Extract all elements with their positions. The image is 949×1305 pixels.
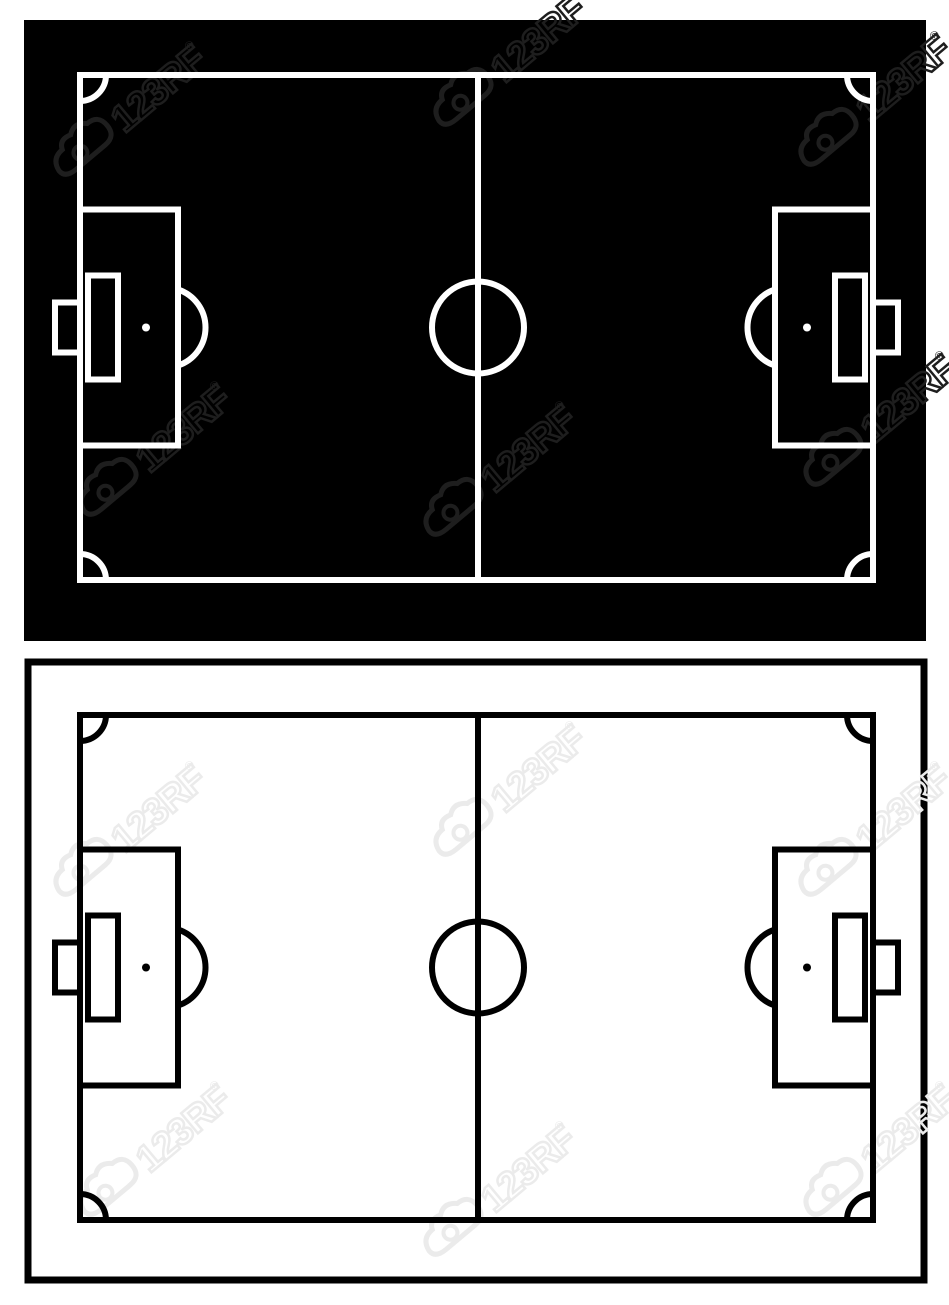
top-field-lines xyxy=(52,72,901,583)
corner-arc-top-left xyxy=(79,74,109,104)
watermark-cloud-shape xyxy=(803,1156,864,1217)
left-penalty-arc xyxy=(176,286,209,369)
corner-arc-top-right xyxy=(844,714,874,744)
left-penalty-spot xyxy=(142,963,150,972)
watermark-cloud-shape xyxy=(78,456,139,517)
watermark-cloud-shape xyxy=(433,796,494,857)
left-goal-area xyxy=(85,912,121,1023)
left-goal xyxy=(52,939,83,996)
watermark-lens-shape xyxy=(816,863,835,882)
corner-arc-bottom-right xyxy=(844,1191,874,1221)
left-penalty-spot xyxy=(142,323,150,332)
watermark-lens-shape xyxy=(441,503,460,522)
watermark-cloud-shape xyxy=(423,476,484,537)
watermark-lens-shape xyxy=(821,1183,840,1202)
corner-arc-bottom-left xyxy=(79,551,109,581)
corner-arc-top-left xyxy=(79,714,109,744)
right-penalty-spot xyxy=(803,963,811,972)
watermark-cloud-shape xyxy=(798,836,859,897)
watermark-registered-mark: ® xyxy=(562,0,578,4)
left-penalty-arc xyxy=(176,926,209,1009)
watermark-camera-icon xyxy=(798,836,859,897)
watermark-camera-icon xyxy=(78,456,139,517)
watermark-camera-icon xyxy=(803,426,864,487)
right-penalty-arc xyxy=(744,926,777,1009)
center-circle xyxy=(429,918,527,1017)
corner-arc-bottom-left xyxy=(79,1191,109,1221)
watermark-lens-shape xyxy=(441,1223,460,1242)
watermark-lens-shape xyxy=(96,483,115,502)
right-goal-area xyxy=(832,272,868,383)
watermark-cloud-shape xyxy=(803,426,864,487)
watermark-camera-icon xyxy=(433,796,494,857)
watermark-lens-shape xyxy=(71,143,90,162)
left-goal xyxy=(52,299,83,356)
watermark-camera-icon xyxy=(798,106,859,167)
watermark-camera-icon xyxy=(423,1196,484,1257)
right-goal xyxy=(870,299,901,356)
center-circle xyxy=(429,278,527,377)
watermark-camera-icon xyxy=(803,1156,864,1217)
right-penalty-spot xyxy=(803,323,811,332)
left-goal-area xyxy=(85,272,121,383)
right-goal xyxy=(870,939,901,996)
corner-arc-top-right xyxy=(844,74,874,104)
watermark-cloud-shape xyxy=(423,1196,484,1257)
corner-arc-bottom-right xyxy=(844,551,874,581)
watermark-lens-shape xyxy=(816,133,835,152)
bottom-field-lines xyxy=(52,712,901,1223)
watermark-lens-shape xyxy=(71,863,90,882)
watermark-cloud-shape xyxy=(798,106,859,167)
watermark-camera-icon xyxy=(423,476,484,537)
watermark-lens-shape xyxy=(96,1183,115,1202)
watermark-camera-icon xyxy=(78,1156,139,1217)
right-goal-area xyxy=(832,912,868,1023)
watermark-cloud-shape xyxy=(78,1156,139,1217)
watermark-lens-shape xyxy=(451,823,470,842)
watermark-lens-shape xyxy=(451,93,470,112)
right-penalty-arc xyxy=(744,286,777,369)
watermark-lens-shape xyxy=(821,453,840,472)
